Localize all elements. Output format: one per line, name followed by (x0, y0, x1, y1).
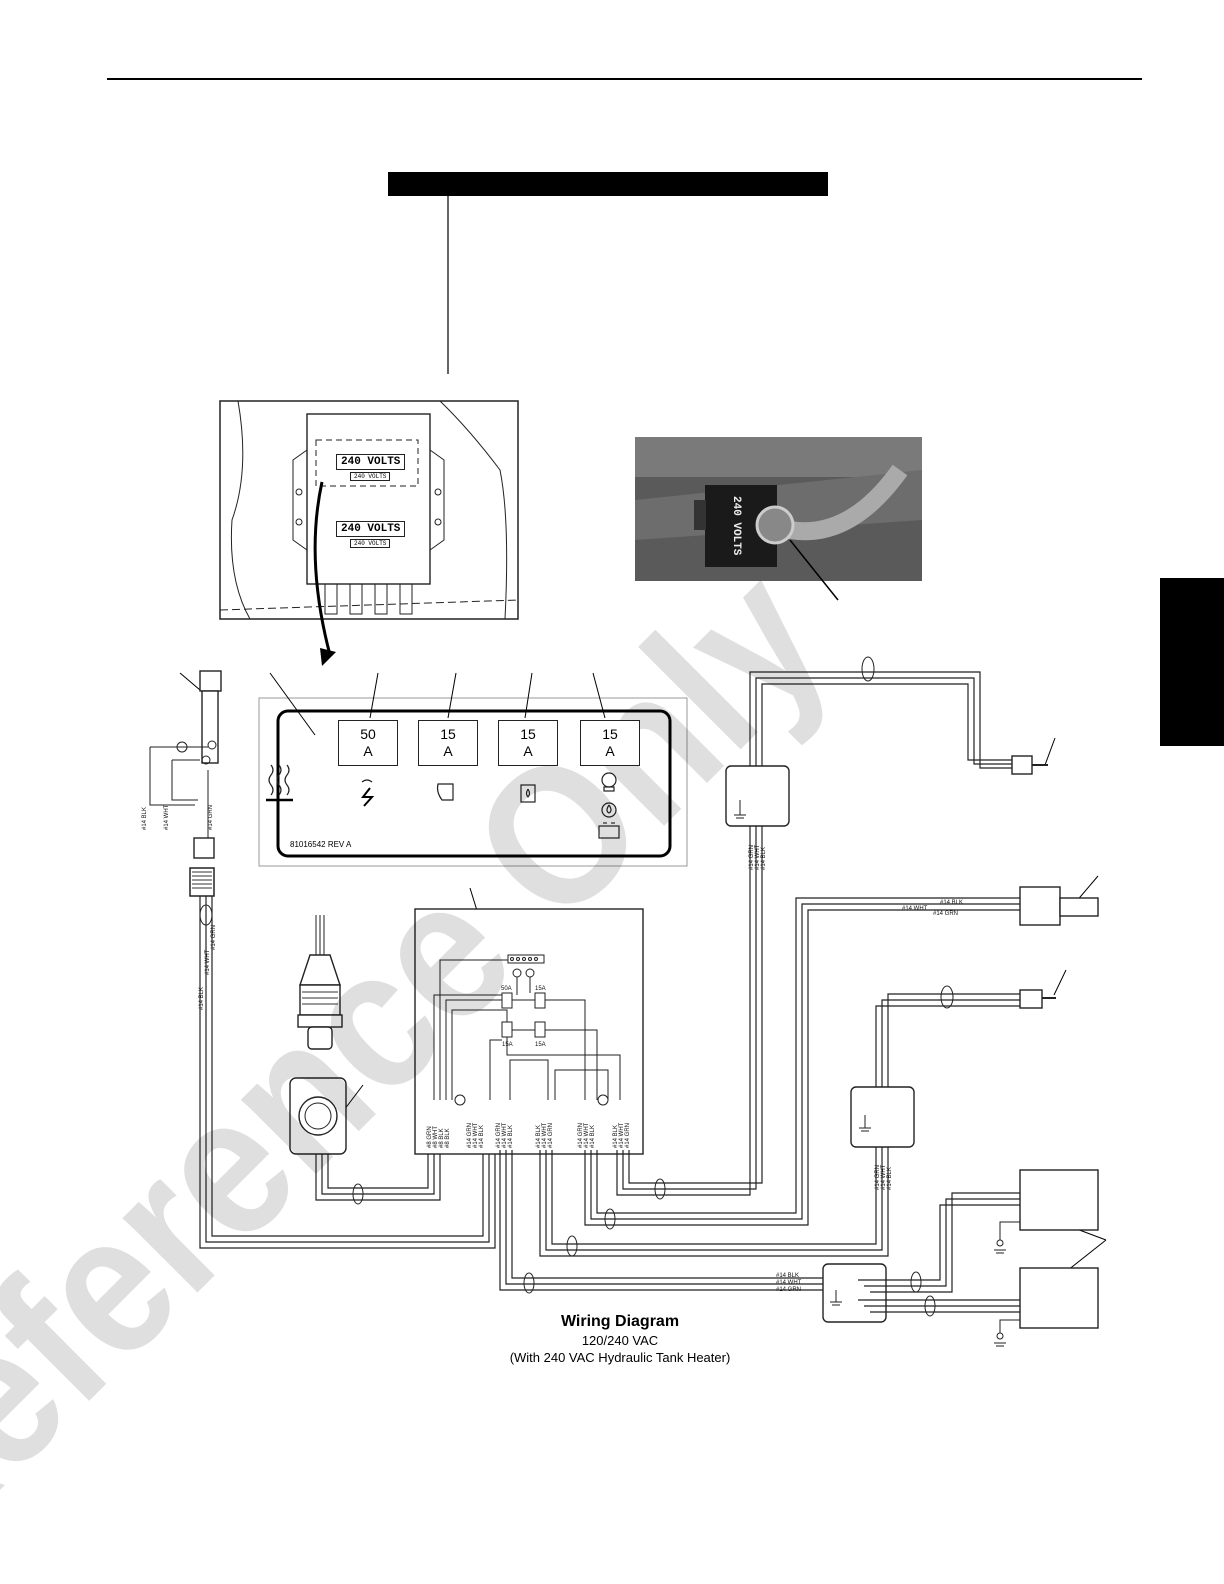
oil-drop-icon (601, 802, 617, 818)
breaker-label: 15A (535, 986, 546, 992)
wire-label: #14 GRN (548, 1123, 554, 1148)
wire-label: #14 GRN (211, 925, 217, 950)
right-harnesses: #14 GRN #14 WHT #14 BLK #14 BLK #14 WHT … (499, 656, 1099, 1347)
wire-label: #14 WHT (755, 844, 761, 870)
breaker-amps: 15 (602, 726, 618, 742)
volts-sublabel-bottom: 240 VOLTS (350, 539, 391, 548)
receptacle (289, 1077, 441, 1205)
diagram-title: Wiring Diagram (560, 1313, 680, 1330)
wire-label: #14 BLK (613, 1125, 619, 1148)
wire-label: #14 GRN (496, 1123, 502, 1148)
panel-code: 81016542 REV A (290, 840, 352, 849)
wire-label: #14 WHT (881, 1164, 887, 1190)
detail-box (219, 400, 519, 666)
wire-label: #14 WHT (584, 1122, 590, 1148)
wire-label: #14 BLK (536, 1125, 542, 1148)
wire-label: #14 BLK (776, 1273, 799, 1279)
breaker-unit: A (363, 743, 373, 759)
wire-label: #14 BLK (590, 1125, 596, 1148)
photo (635, 437, 922, 601)
wire-label: #8 GRN (427, 1126, 433, 1148)
wire-label: #14 GRN (467, 1123, 473, 1148)
junction-box-drawing (306, 413, 431, 585)
wire-label: #14 BLK (761, 847, 767, 870)
wire-label: #14 BLK (142, 807, 148, 830)
breaker-unit: A (605, 743, 615, 759)
heat-waves-icon (266, 764, 293, 802)
junction-box-schematic: 50A 15A 15A 15A #8 GRN #8 WHT #8 BLK #8 … (414, 908, 644, 1155)
heater-element-top (1019, 1169, 1099, 1231)
wire-label: #14 GRN (749, 845, 755, 870)
breaker-label: 50A (501, 986, 512, 992)
section-tab (1160, 578, 1224, 746)
heater-element-bottom (1019, 1267, 1099, 1329)
volts-sublabel-top: 240 VOLTS (350, 472, 391, 481)
breaker-amps: 50 (360, 726, 376, 742)
wire-label: #14 BLK (940, 900, 963, 906)
wire-label: #14 BLK (479, 1125, 485, 1148)
breaker-unit: A (443, 743, 453, 759)
wire-label: #14 BLK (199, 987, 205, 1010)
diagram-subtitle: 120/240 VAC (581, 1333, 659, 1348)
wire-label: #14 WHT (542, 1122, 548, 1148)
wire-label: #14 GRN (208, 805, 214, 830)
wire-label: #14 GRN (875, 1165, 881, 1190)
watermark: Reference Only (0, 526, 867, 1584)
wire-label: #14 WHT (776, 1280, 802, 1286)
wire-label: #14 BLK (887, 1167, 893, 1190)
wire-label: #14 WHT (205, 949, 211, 975)
wire-label: #14 GRN (625, 1123, 631, 1148)
breaker-amps: 15 (520, 726, 536, 742)
wire-label: #14 GRN (776, 1287, 801, 1293)
wire-label: #14 WHT (164, 804, 170, 830)
lightning-icon (360, 779, 375, 807)
wire-label: #14 WHT (902, 906, 928, 912)
engine-heater-icon (601, 772, 617, 792)
wire-label: #8 WHT (433, 1126, 439, 1148)
breaker-unit: A (523, 743, 533, 759)
wire-label: #14 BLK (508, 1125, 514, 1148)
seat-icon (436, 783, 454, 801)
fluid-tank-icon (520, 784, 536, 803)
plug-drawing (297, 915, 343, 1050)
wire-label: #14 GRN (933, 911, 958, 917)
left-cable: #14 BLK #14 WHT #14 GRN #14 BLK #14 WHT … (142, 670, 496, 1249)
breaker-amps: 15 (440, 726, 456, 742)
wire-label: #14 WHT (619, 1122, 625, 1148)
diagram-subtitle-2: (With 240 VAC Hydraulic Tank Heater) (509, 1350, 731, 1365)
wire-label: #14 WHT (502, 1122, 508, 1148)
wire-label: #8 BLK (439, 1128, 445, 1148)
wire-label: #14 GRN (578, 1123, 584, 1148)
breaker-label: 15A (535, 1042, 546, 1048)
wire-label: #14 WHT (473, 1122, 479, 1148)
photo-volts-label: 240 VOLTS (730, 496, 742, 556)
svg-text:Reference Only: Reference Only (0, 526, 867, 1584)
title-band (388, 172, 828, 196)
volts-label-bottom: 240 VOLTS (336, 521, 406, 537)
battery-icon (598, 822, 620, 839)
volts-label-top: 240 VOLTS (336, 454, 406, 470)
wire-label: #8 BLK (445, 1128, 451, 1148)
